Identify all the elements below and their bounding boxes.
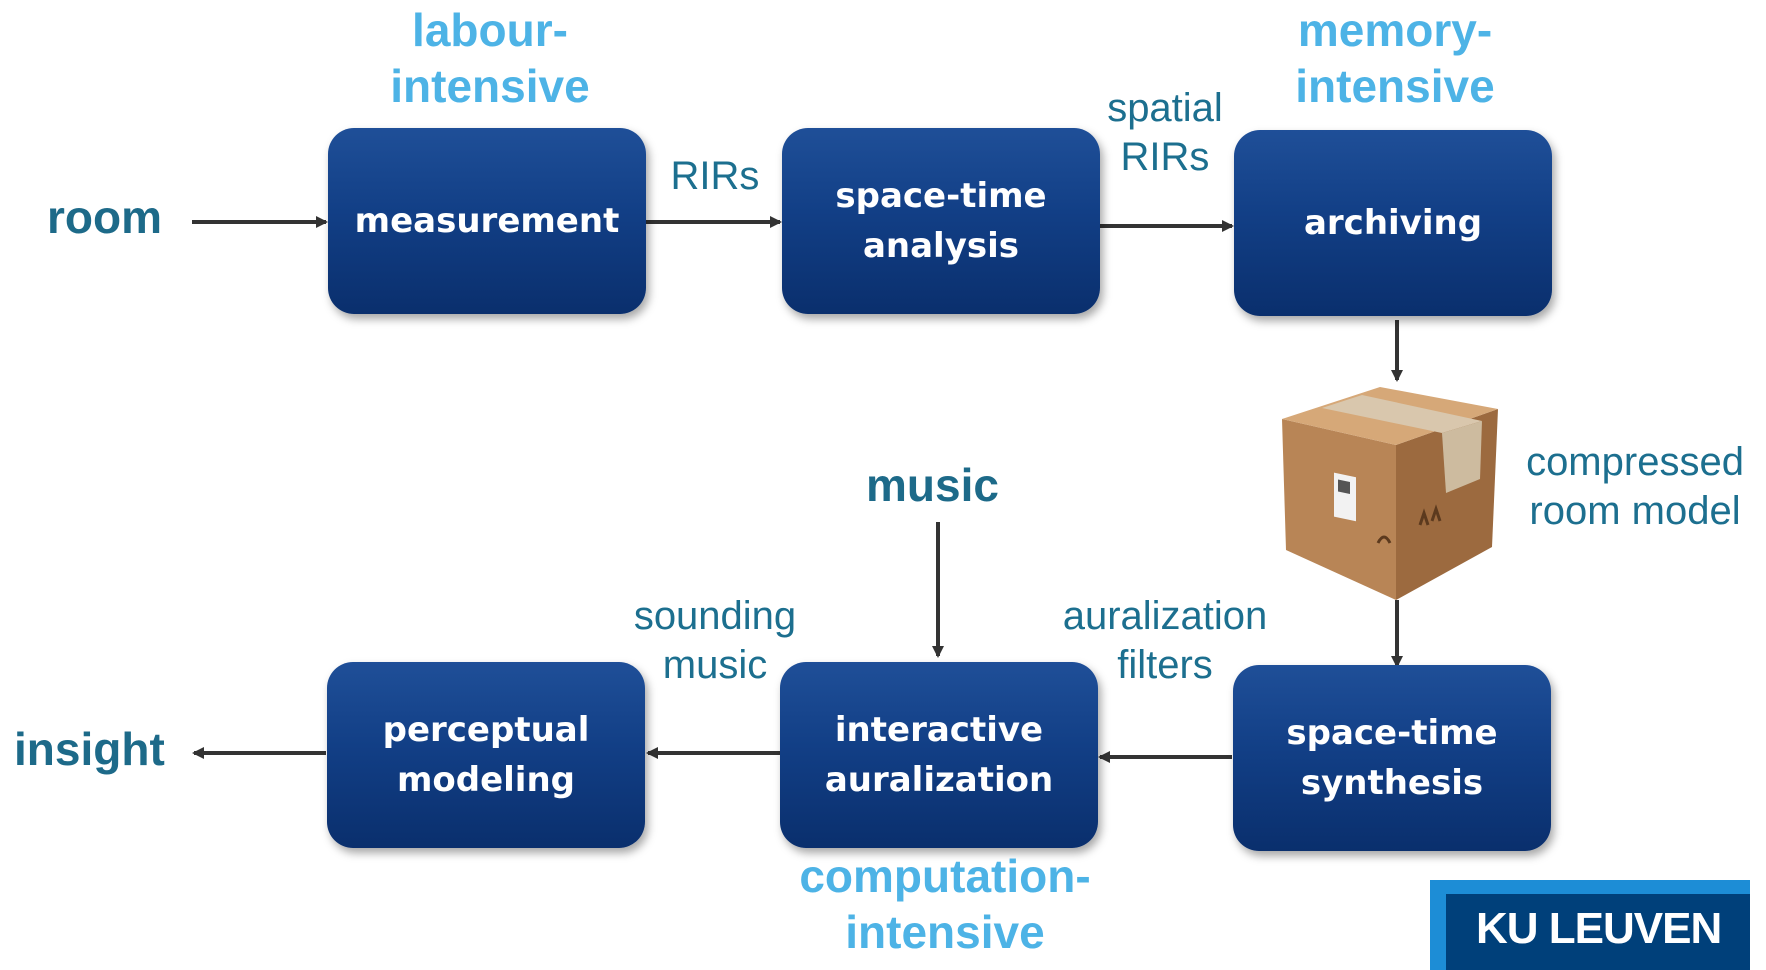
computation-intensive-label: computation- intensive [799, 850, 1091, 958]
measurement-label: measurement [354, 201, 620, 241]
music-label: music [866, 459, 999, 511]
labour-intensive-label: labour- intensive [390, 4, 590, 112]
ku-leuven-logo-text: KU LEUVEN [1446, 894, 1750, 970]
perceptual-modeling-box: perceptual modeling [327, 662, 645, 848]
measurement-box: measurement [328, 128, 646, 314]
spatial-rirs-label: spatial RIRs [1107, 86, 1223, 179]
package-icon [1282, 387, 1498, 600]
insight-label: insight [14, 723, 165, 775]
ku-leuven-logo: KU LEUVEN [1430, 880, 1750, 970]
interactive-auralization-label: interactive auralization [824, 710, 1054, 800]
sounding-music-label: sounding music [633, 594, 797, 687]
archiving-label: archiving [1303, 203, 1483, 243]
interactive-auralization-box: interactive auralization [780, 662, 1098, 848]
room-label: room [47, 191, 162, 243]
auralization-filters-label: auralization filters [1062, 594, 1268, 687]
perceptual-modeling-label: perceptual modeling [382, 710, 590, 800]
space-time-analysis-label: space-time analysis [835, 176, 1047, 266]
archiving-box: archiving [1234, 130, 1552, 316]
space-time-synthesis-label: space-time synthesis [1286, 713, 1498, 803]
compressed-room-model-label: compressed room model [1526, 440, 1744, 533]
space-time-analysis-box: space-time analysis [782, 128, 1100, 314]
memory-intensive-label: memory- intensive [1295, 4, 1495, 112]
arrows-layer [192, 216, 1403, 763]
space-time-synthesis-box: space-time synthesis [1233, 665, 1551, 851]
rirs-label: RIRs [670, 154, 760, 198]
